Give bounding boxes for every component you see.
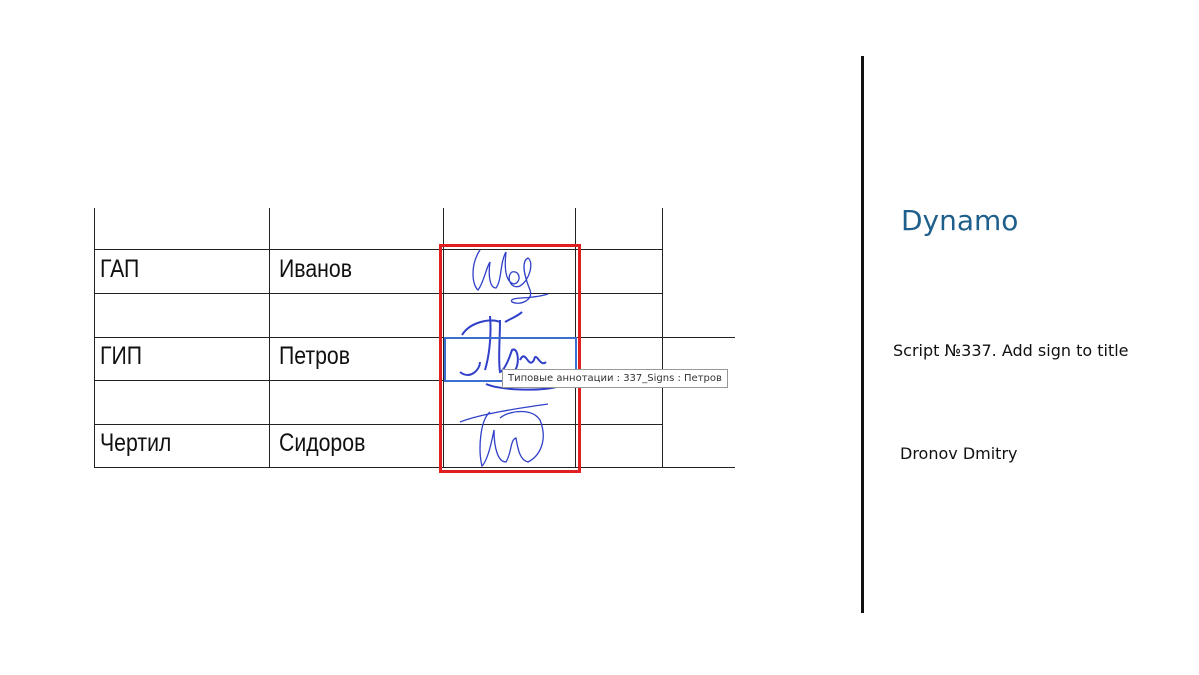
name-cell: Петров (279, 342, 351, 370)
role-cell: ГАП (100, 255, 140, 283)
signature-petrov (459, 311, 561, 391)
table-line (94, 380, 663, 381)
element-tooltip: Типовые аннотации : 337_Signs : Петров (502, 369, 728, 388)
table-line (94, 467, 735, 468)
table-line (94, 249, 663, 250)
app-title: Dynamo (901, 204, 1019, 237)
author-name: Dronov Dmitry (900, 444, 1018, 463)
table-line (94, 208, 95, 468)
divider (861, 56, 864, 613)
table-line (94, 337, 735, 338)
script-name: Script №337. Add sign to title (893, 341, 1129, 360)
role-cell: Чертил (100, 429, 172, 457)
selection-box (439, 244, 581, 473)
name-cell: Сидоров (279, 429, 366, 457)
table-line (662, 208, 663, 468)
table-line (94, 424, 663, 425)
signature-sidorov (459, 403, 549, 468)
table-line (94, 293, 663, 294)
role-cell: ГИП (100, 342, 143, 370)
signature-ivanov (472, 249, 549, 304)
table-line (269, 208, 270, 468)
name-cell: Иванов (279, 255, 352, 283)
table-line (443, 208, 444, 468)
